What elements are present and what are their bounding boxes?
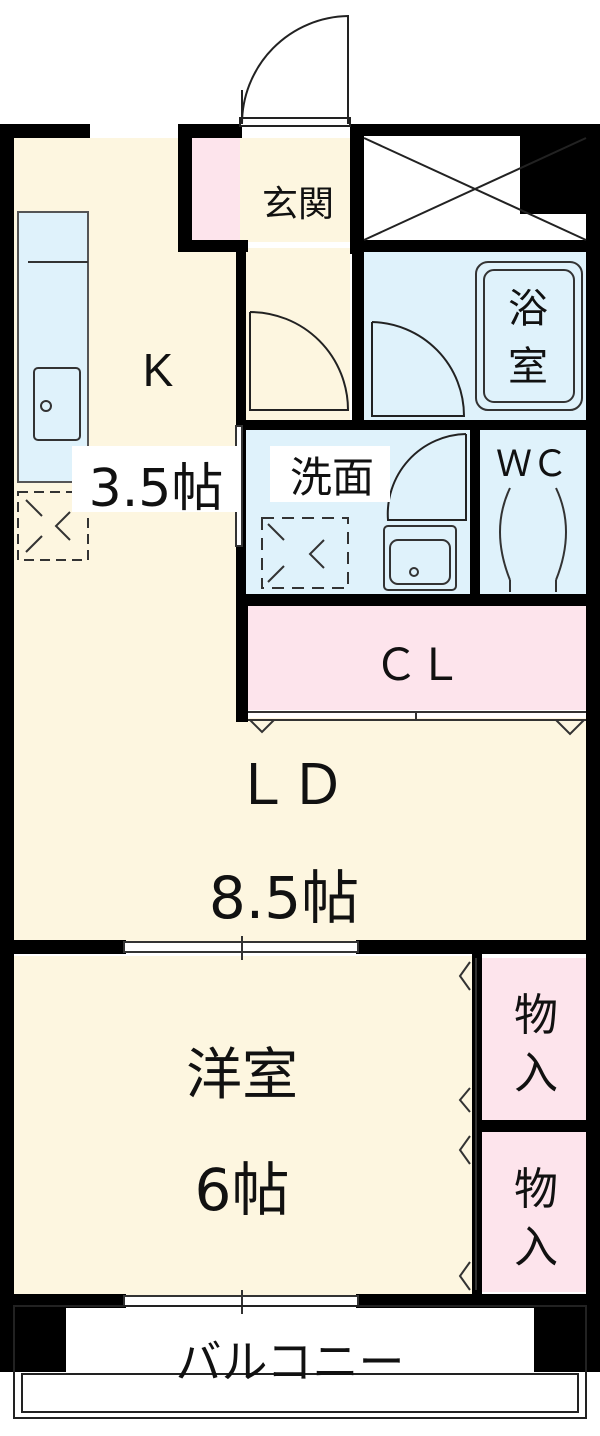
- wall-storage-mid: [472, 1120, 600, 1132]
- toilet-label: ＷＣ: [496, 444, 568, 485]
- entrance-floor: [240, 138, 352, 242]
- bath-label-line1: 浴: [508, 286, 548, 332]
- void-area: [363, 137, 587, 241]
- balcony: [13, 1305, 587, 1419]
- western-room-label: 洋室: [186, 1043, 298, 1108]
- storage-upper-line2: 入: [514, 1048, 558, 1099]
- fixtures: [17, 261, 586, 1291]
- storage-lower-floor: [482, 1132, 586, 1292]
- interior-doors: [249, 311, 467, 521]
- balcony-rail: [21, 1373, 579, 1413]
- washing-machine-space: [261, 517, 349, 589]
- hall-floor: [246, 248, 350, 423]
- bathtub: [475, 261, 583, 411]
- balcony-label: バルコニー: [175, 1335, 404, 1389]
- entrance-door: [239, 14, 351, 127]
- storage-lower-line2: 入: [514, 1222, 558, 1273]
- wall-bottom-left: [0, 1294, 126, 1308]
- wall-hall-right: [352, 250, 364, 430]
- wall-ld-bottom-right: [356, 940, 600, 954]
- wall-hall-left: [236, 250, 246, 432]
- shoe-box: [190, 138, 240, 242]
- ld-floor: [12, 718, 588, 948]
- ld-size-label: 8.5帖: [209, 864, 359, 932]
- washroom-label: 洗面: [290, 453, 374, 502]
- labels: 玄関 浴 室 K 3.5帖 洗面 ＷＣ ＣＬ ＬＤ 8.5帖 洋室 6帖 物 入…: [72, 184, 568, 1389]
- western-room-floor: [12, 956, 472, 1296]
- fridge-space: [17, 491, 89, 561]
- balcony-pillar-left: [0, 1306, 66, 1372]
- ld-label: ＬＤ: [234, 753, 346, 818]
- kitchen-label: K: [143, 344, 174, 396]
- bath-label-line2: 室: [508, 344, 548, 390]
- closet-floor: [248, 604, 586, 710]
- wall-wc-left: [470, 420, 480, 602]
- wall-shoebox-left: [178, 124, 192, 250]
- wall-right: [586, 124, 600, 1344]
- western-room-size-label: 6帖: [195, 1156, 290, 1224]
- wall-top-left: [0, 124, 90, 138]
- kitchen-sink: [33, 367, 81, 441]
- wall-bath-top: [360, 240, 600, 252]
- wall-bottom-right: [356, 1294, 600, 1308]
- wall-wash-bottom: [236, 594, 600, 606]
- storage-upper-floor: [482, 958, 586, 1120]
- floor-fills: [12, 138, 588, 1296]
- entrance-label: 玄関: [262, 184, 334, 225]
- wall-entrance-right-top: [350, 124, 364, 254]
- balcony-pillar-right: [534, 1306, 600, 1372]
- wall-wc-top: [470, 420, 600, 430]
- wall-closet-left: [236, 600, 248, 722]
- wall-entrance-bottom: [178, 240, 248, 252]
- wall-left: [0, 124, 14, 1344]
- wall-top-right: [520, 124, 600, 214]
- wall-closet-bottom: [236, 710, 248, 722]
- wall-shoebox-top: [178, 124, 242, 138]
- storage-upper-line1: 物: [514, 990, 558, 1041]
- walls: [0, 124, 600, 1372]
- kitchen-counter: [17, 211, 89, 483]
- storage-lower-line1: 物: [514, 1164, 558, 1215]
- kitchen-size-label: 3.5帖: [89, 459, 224, 519]
- balcony-outline: [13, 1305, 587, 1419]
- toilet-bowl: [499, 487, 567, 592]
- wall-ld-bottom-left: [0, 940, 126, 954]
- wall-wash-top: [236, 420, 476, 430]
- toilet-floor: [478, 426, 588, 596]
- wall-top-mid: [350, 124, 526, 136]
- closet-label: ＣＬ: [374, 640, 462, 691]
- wash-basin: [383, 525, 457, 591]
